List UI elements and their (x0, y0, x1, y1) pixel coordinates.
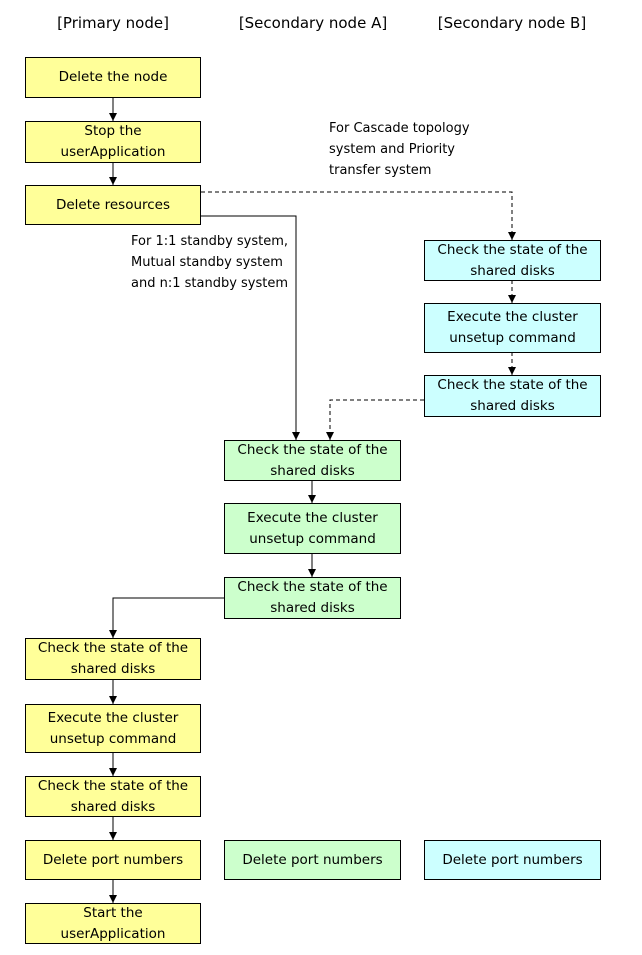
secondary-a-execute-unsetup-step: Execute the cluster unsetup command (224, 503, 401, 554)
secondary-node-a-header: [Secondary node A] (238, 14, 388, 32)
primary-delete-port-numbers-step: Delete port numbers (25, 840, 201, 880)
secondary-a-check-shared-disks-step-2: Check the state of the shared disks (224, 577, 401, 619)
primary-delete-node-step: Delete the node (25, 57, 201, 98)
arrow-b3-a1 (326, 399, 424, 440)
secondary-b-delete-port-numbers-step: Delete port numbers (424, 840, 601, 880)
arrow-p3-a1 (201, 215, 300, 440)
primary-execute-unsetup-step: Execute the cluster unsetup command (25, 704, 201, 753)
secondary-b-check-shared-disks-step-2: Check the state of the shared disks (424, 375, 601, 417)
primary-check-shared-disks-step-1: Check the state of the shared disks (25, 638, 201, 680)
secondary-b-execute-unsetup-step: Execute the cluster unsetup command (424, 303, 601, 353)
primary-check-shared-disks-step-2: Check the state of the shared disks (25, 776, 201, 817)
arrow-a3-p4 (109, 597, 224, 638)
primary-start-userapplication-step: Start the userApplication (25, 903, 201, 944)
secondary-a-check-shared-disks-step-1: Check the state of the shared disks (224, 440, 401, 481)
secondary-b-check-shared-disks-step-1: Check the state of the shared disks (424, 240, 601, 281)
secondary-node-b-header: [Secondary node B] (437, 14, 587, 32)
primary-stop-userapplication-step: Stop the userApplication (25, 121, 201, 163)
cascade-topology-note: For Cascade topology system and Priority… (329, 121, 470, 178)
primary-delete-resources-step: Delete resources (25, 185, 201, 225)
primary-node-header: [Primary node] (57, 14, 169, 32)
secondary-a-delete-port-numbers-step: Delete port numbers (224, 840, 401, 880)
arrow-p3-b1 (201, 191, 516, 240)
standby-systems-note: For 1:1 standby system, Mutual standby s… (131, 234, 289, 291)
